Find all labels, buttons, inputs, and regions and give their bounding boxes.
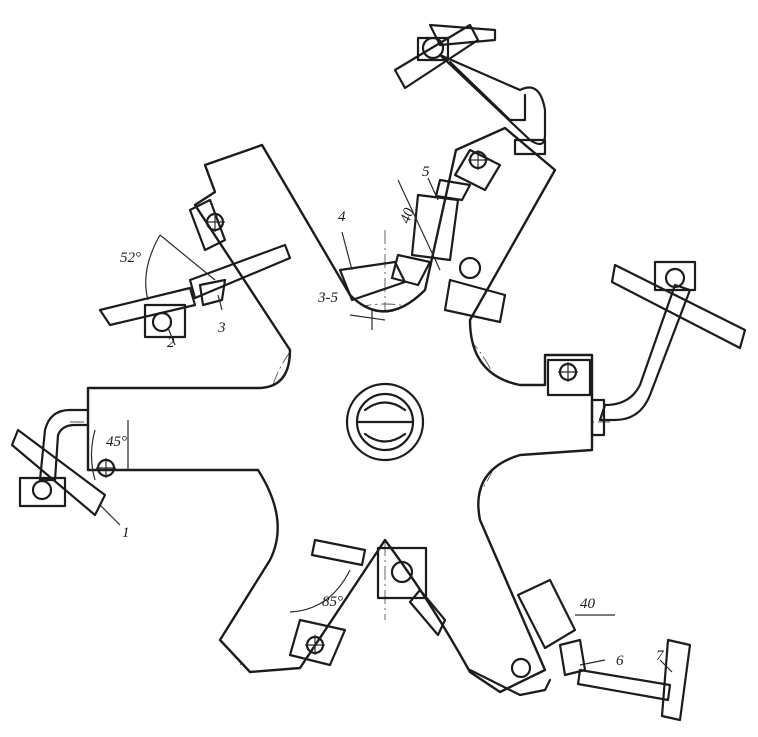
bolt-holes	[96, 150, 578, 679]
hub	[345, 382, 425, 462]
label-part-6: 6	[616, 653, 624, 669]
label-part-1: 1	[122, 525, 130, 541]
label-part-5: 5	[422, 164, 430, 180]
arm-notches	[188, 148, 592, 667]
dimension-length-top: 40	[398, 206, 418, 226]
upper-left-holder	[98, 243, 292, 339]
label-part-3: 3	[217, 320, 226, 336]
label-part-7: 7	[656, 648, 665, 664]
label-part-2: 2	[167, 335, 175, 351]
dimension-gap: 3-5	[317, 290, 338, 306]
dimension-lines	[90, 179, 615, 616]
right-holder	[590, 260, 747, 437]
dimension-angle-52: 52°	[120, 250, 141, 266]
dimension-angle-45: 45°	[106, 434, 127, 450]
label-part-4: 4	[338, 209, 346, 225]
top-holder	[393, 23, 547, 156]
dimension-length-bottom: 40	[580, 596, 596, 612]
left-holder	[10, 408, 107, 517]
dimension-angle-85: 85°	[322, 594, 343, 610]
leader-lines	[99, 177, 673, 673]
top-center-tool	[338, 178, 507, 324]
bottom-right-tool	[468, 578, 692, 722]
bottom-center-clamp	[310, 538, 447, 637]
